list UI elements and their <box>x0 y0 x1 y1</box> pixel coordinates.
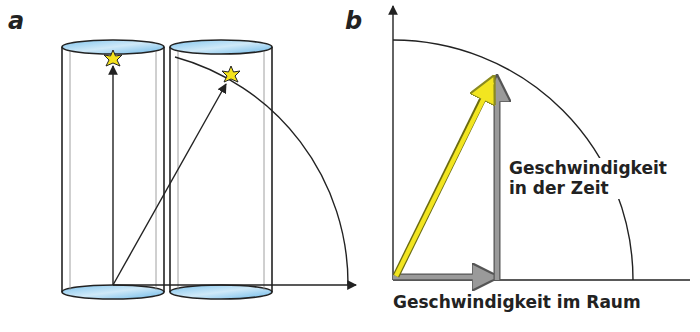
time-velocity-arrow <box>494 80 501 280</box>
light-ray-vertical <box>112 66 113 285</box>
axis-label: Geschwindigkeit im Raum <box>390 292 644 314</box>
flash-star <box>104 50 122 66</box>
light-clock-left <box>62 40 164 299</box>
time-velocity-arrow <box>495 82 500 280</box>
total-velocity-arrow <box>396 82 492 276</box>
light-ray-diagonal <box>113 84 226 285</box>
arc-a <box>175 57 348 285</box>
light-clock-right <box>170 40 272 299</box>
space-axis-a <box>113 284 356 285</box>
panel-letter: a <box>8 8 24 36</box>
time-axis <box>392 6 393 280</box>
panel-letter: b <box>345 8 362 36</box>
flash-star <box>222 66 240 82</box>
axis-label: Geschwindigkeit in der Zeit <box>506 158 662 199</box>
space-velocity-arrow <box>393 275 494 280</box>
space-velocity-arrow <box>393 274 494 281</box>
total-velocity-arrow <box>396 80 492 276</box>
